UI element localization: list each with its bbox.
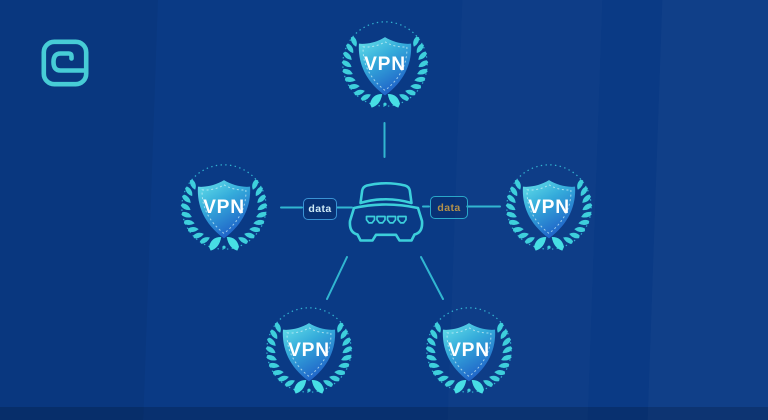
- vpn-badge-right: VPN: [503, 161, 595, 253]
- vpn-badge-label: VPN: [288, 340, 330, 361]
- data-label-left-text: data: [308, 203, 332, 215]
- router-body: [348, 203, 424, 242]
- vpn-badge-label: VPN: [448, 340, 490, 361]
- link-bottom-right: [420, 256, 444, 300]
- data-label-right: data: [430, 196, 468, 219]
- router-icon: [348, 181, 424, 242]
- vpn-badge-bottom-right: VPN: [423, 304, 515, 396]
- router-ports: [365, 215, 407, 224]
- vpn-badge-label: VPN: [364, 54, 406, 75]
- background-facet: [648, 0, 768, 420]
- data-label-left: data: [303, 198, 337, 220]
- vpn-badge-top: VPN: [339, 18, 431, 110]
- link-bottom-left: [326, 256, 348, 300]
- data-label-right-text: data: [437, 201, 461, 214]
- vpn-badge-label: VPN: [528, 197, 570, 218]
- brand-logo-icon: [41, 39, 89, 87]
- vpn-badge-left: VPN: [178, 161, 270, 253]
- bottom-strip: [0, 407, 768, 420]
- vpn-badge-label: VPN: [203, 197, 245, 218]
- vpn-badge-bottom-left: VPN: [263, 304, 355, 396]
- router-lid: [359, 181, 413, 205]
